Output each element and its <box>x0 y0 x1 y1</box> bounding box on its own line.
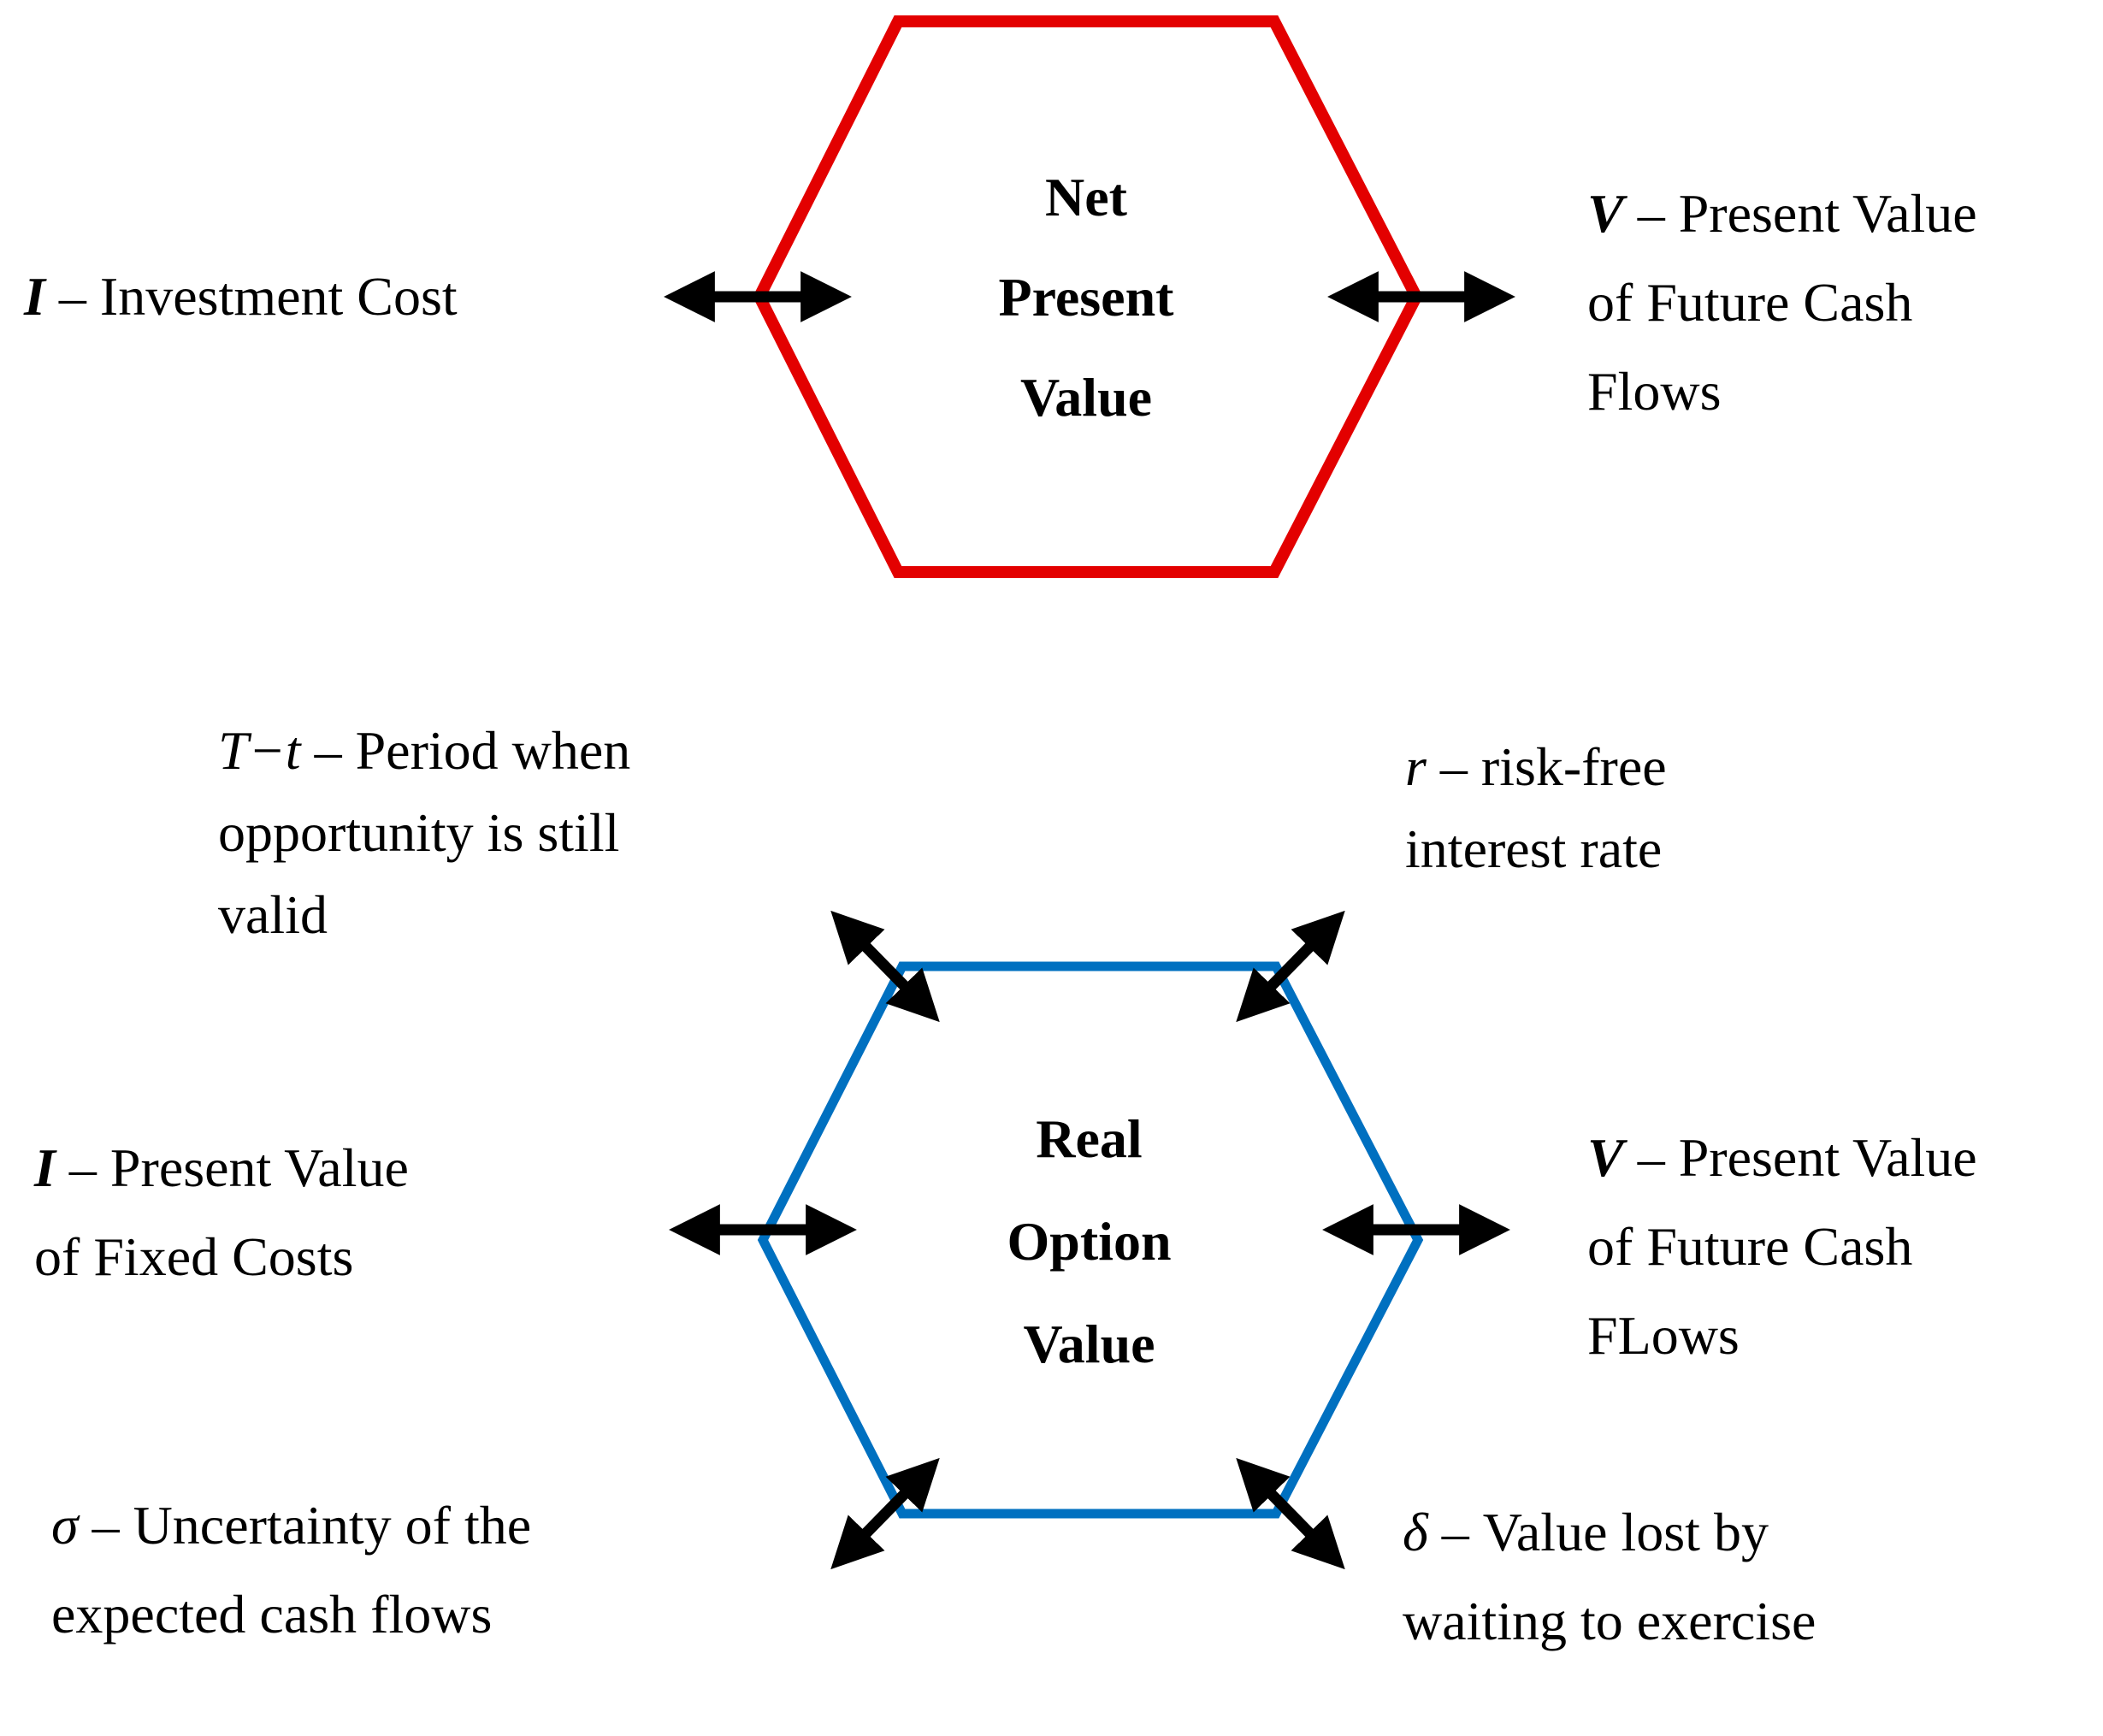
rov-bottom-right-label: δ – Value lost by waiting to exercise <box>1403 1488 1816 1666</box>
rov-hexagon-line3: Value <box>1023 1314 1155 1374</box>
variable-symbol-V: V <box>1587 183 1624 244</box>
rov-bottom-left-label: σ – Uncertainty of the expected cash flo… <box>51 1481 531 1659</box>
rov-top-right-double-arrow-icon <box>1236 910 1345 1023</box>
npv-left-label: I – Investment Cost <box>24 252 458 341</box>
variable-symbol-delta: δ <box>1403 1502 1428 1562</box>
rov-top-left-label-line3: valid <box>218 884 328 945</box>
variable-symbol-sigma: σ <box>51 1495 79 1556</box>
rov-top-left-label-text: – Period when <box>300 720 631 781</box>
rov-bottom-right-label-line2: waiting to exercise <box>1403 1591 1816 1651</box>
npv-hexagon-line1: Net <box>1045 167 1127 227</box>
rov-bottom-left-label-line1: σ – Uncertainty of the <box>51 1481 531 1570</box>
rov-hexagon-line1: Real <box>1036 1108 1143 1169</box>
rov-right-label-line2: of Future Cash <box>1587 1216 1913 1277</box>
rov-top-left-double-arrow-icon <box>830 910 940 1023</box>
rov-bottom-left-double-arrow-icon <box>830 1457 940 1570</box>
rov-top-right-label: r – risk-free interest rate <box>1405 726 1667 890</box>
rov-left-label-line2: of Fixed Costs <box>34 1226 354 1287</box>
rov-top-right-label-text: – risk-free <box>1426 736 1667 797</box>
rov-top-right-label-line1: r – risk-free <box>1405 726 1667 808</box>
npv-left-label-line1: I – Investment Cost <box>24 252 458 341</box>
rov-top-left-label-line1: T−t – Period when <box>218 710 630 792</box>
npv-hexagon-line3: Value <box>1019 367 1153 428</box>
rov-hexagon-label: Real Option Value <box>902 1088 1276 1396</box>
rov-top-left-label-line2: opportunity is still <box>218 802 620 863</box>
rov-right-label-line1: V – Present Value <box>1587 1113 1977 1202</box>
variable-symbol-r: r <box>1405 736 1427 797</box>
rov-bottom-right-double-arrow-icon <box>1236 1457 1345 1570</box>
rov-hexagon-line2: Option <box>1007 1211 1172 1272</box>
npv-right-label-line3: Flows <box>1587 361 1722 422</box>
rov-left-label-text: – Present Value <box>55 1137 409 1198</box>
npv-left-label-text: – Investment Cost <box>44 266 458 327</box>
rov-left-label: I – Present Value of Fixed Costs <box>34 1124 409 1302</box>
rov-bottom-right-label-text: – Value lost by <box>1427 1502 1769 1562</box>
rov-right-label-text: – Present Value <box>1623 1127 1977 1188</box>
variable-symbol-T-t: T−t <box>218 720 301 781</box>
rov-bottom-right-label-line1: δ – Value lost by <box>1403 1488 1816 1577</box>
variable-symbol-V: V <box>1587 1127 1624 1188</box>
variable-symbol-I: I <box>24 266 45 327</box>
variable-symbol-I: I <box>34 1137 56 1198</box>
rov-bottom-left-label-text: – Uncertainty of the <box>78 1495 532 1556</box>
rov-right-label: V – Present Value of Future Cash FLows <box>1587 1113 1977 1380</box>
npv-hexagon-label: Net Present Value <box>898 147 1274 447</box>
npv-hexagon-line2: Present <box>998 267 1174 328</box>
npv-right-label: V – Present Value of Future Cash Flows <box>1587 169 1977 436</box>
npv-right-label-line2: of Future Cash <box>1587 272 1913 333</box>
rov-right-label-line3: FLows <box>1587 1305 1740 1366</box>
rov-bottom-left-label-line2: expected cash flows <box>51 1584 493 1644</box>
rov-left-label-line1: I – Present Value <box>34 1124 409 1213</box>
rov-top-right-label-line2: interest rate <box>1405 818 1663 879</box>
rov-top-left-label: T−t – Period when opportunity is still v… <box>218 710 630 956</box>
npv-right-label-text: – Present Value <box>1623 183 1977 244</box>
npv-right-label-line1: V – Present Value <box>1587 169 1977 258</box>
